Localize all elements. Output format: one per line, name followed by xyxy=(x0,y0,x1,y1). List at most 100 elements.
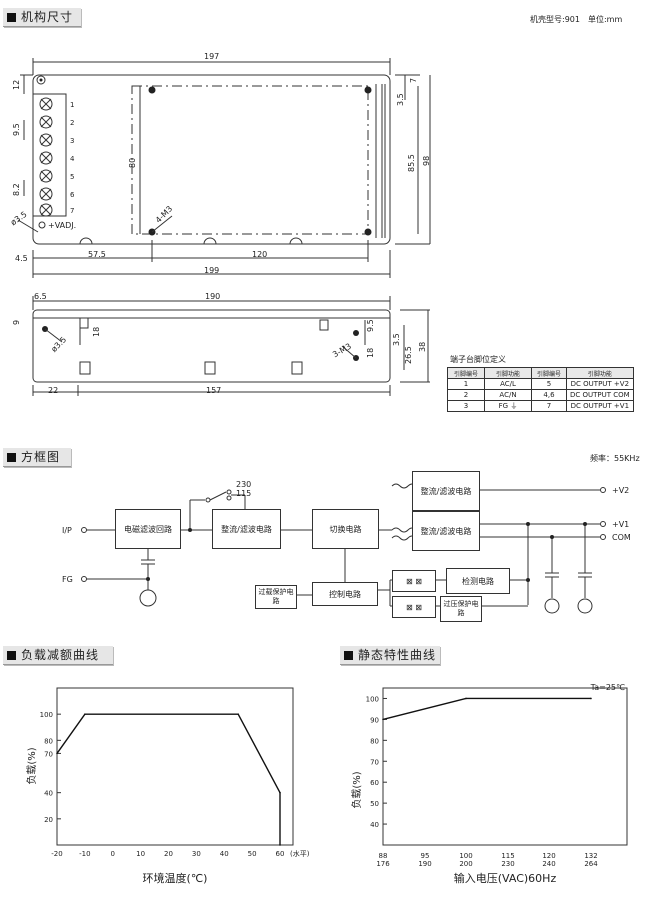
x-tick-label: 0 xyxy=(111,850,115,858)
square-bullet-icon xyxy=(7,651,16,660)
square-bullet-icon xyxy=(344,651,353,660)
x-unit-label: (水平) xyxy=(290,849,310,858)
terminal-number: 1 xyxy=(70,101,75,109)
block-label: 控制电路 xyxy=(329,589,361,599)
y-axis-label: 负载(%) xyxy=(25,747,38,784)
x-axis-label: 环境温度(℃) xyxy=(143,871,208,885)
switch-115-label: 115 xyxy=(236,489,252,498)
block-diagram-wiring xyxy=(81,483,606,614)
fg-label: FG xyxy=(62,575,73,584)
data-point xyxy=(382,718,384,721)
data-point xyxy=(237,713,239,715)
x-tick-label: 264 xyxy=(584,860,598,868)
y-axis-label: 负载(%) xyxy=(350,771,363,808)
dim-120: 120 xyxy=(252,250,268,259)
series-line xyxy=(382,697,591,721)
y-tick-label: 90 xyxy=(370,716,379,724)
x-tick-label: 120 xyxy=(542,852,555,860)
x-tick-label: 200 xyxy=(459,860,472,868)
y-tick-label: 50 xyxy=(370,800,379,808)
emi-filter-block: 电磁滤波回路 xyxy=(115,509,181,549)
overvoltage-protection-block: 过压保护电路 xyxy=(440,596,482,622)
section-title: 机构尺寸 xyxy=(21,10,74,24)
dim-157: 157 xyxy=(206,386,222,395)
dim-197: 197 xyxy=(204,52,220,61)
y-tick-label: 80 xyxy=(370,737,379,745)
x-tick-label: 95 xyxy=(421,852,430,860)
x-tick-label: -20 xyxy=(51,850,62,858)
x-tick-label: 88 xyxy=(379,852,388,860)
x-tick-label: 20 xyxy=(164,850,173,858)
terminal-number: 6 xyxy=(70,191,75,199)
output-v2-label: +V2 xyxy=(612,486,630,495)
x-tick-label: 132 xyxy=(584,852,597,860)
square-bullet-icon xyxy=(7,453,16,462)
overload-protection-block: 过载保护电路 xyxy=(255,585,297,609)
y-tick-label: 40 xyxy=(370,821,379,829)
block-label: 整流/滤波电路 xyxy=(221,524,272,534)
table-row: 3 FG ⏚ 7 DC OUTPUT +V1 xyxy=(447,400,634,412)
ip-label: I/P xyxy=(62,526,72,535)
detect-block: 检测电路 xyxy=(446,568,510,594)
terminal-number: 7 xyxy=(70,207,75,215)
block-label: 过载保护电路 xyxy=(258,588,294,605)
block-label: 检测电路 xyxy=(462,576,494,586)
section-title: 静态特性曲线 xyxy=(358,648,437,662)
pin-table-title: 端子台脚位定义 xyxy=(450,355,506,364)
y-tick-label: 80 xyxy=(44,737,53,745)
x-tick-label: 115 xyxy=(501,852,514,860)
optocoupler-icon: ⊠ ⊠ xyxy=(406,576,422,586)
series-line xyxy=(56,713,281,845)
data-point xyxy=(56,752,58,755)
y-tick-label: 70 xyxy=(370,758,379,766)
x-tick-label: 10 xyxy=(136,850,145,858)
x-axis-label: 输入电压(VAC)60Hz xyxy=(454,871,557,885)
optocoupler-2: ⊠ ⊠ xyxy=(392,596,436,618)
frequency-label: 频率：55KHz xyxy=(590,454,640,463)
mechanical-drawing xyxy=(17,58,431,396)
switching-block: 切换电路 xyxy=(312,509,379,549)
y-tick-label: 40 xyxy=(44,790,53,798)
section-header-block-diagram: 方框图 xyxy=(3,448,71,467)
x-tick-label: 100 xyxy=(459,852,472,860)
y-tick-label: 100 xyxy=(366,695,379,703)
pin-table: 引脚编号 引脚功能 引脚编号 引脚功能 1 AC/L 5 DC OUTPUT +… xyxy=(447,367,634,412)
dim-190: 190 xyxy=(205,292,221,301)
square-bullet-icon xyxy=(7,13,16,22)
dim-22: 22 xyxy=(48,386,59,395)
x-tick-label: 40 xyxy=(220,850,229,858)
output-com-label: COM xyxy=(612,533,631,542)
plot-frame xyxy=(382,687,628,846)
section-header-static: 静态特性曲线 xyxy=(340,646,440,665)
y-tick-label: 20 xyxy=(44,816,53,824)
table-cell: DC OUTPUT +V1 xyxy=(566,400,634,412)
data-point xyxy=(279,791,281,794)
section-title: 方框图 xyxy=(21,450,61,464)
x-tick-label: 240 xyxy=(542,860,555,868)
control-block: 控制电路 xyxy=(312,582,378,606)
y-tick-label: 100 xyxy=(40,711,53,719)
block-label: 整流/滤波电路 xyxy=(420,486,472,496)
block-label: 整流/滤波电路 xyxy=(420,526,472,536)
annotation: Ta=25℃ xyxy=(590,683,625,692)
switch-230-label: 230 xyxy=(236,480,252,489)
adj-label: +VADJ. xyxy=(48,221,77,230)
section-header-derating: 负载减额曲线 xyxy=(3,646,113,665)
plot-frame xyxy=(56,687,294,846)
rectifier-block: 整流/滤波电路 xyxy=(212,509,281,549)
case-info: 机壳型号:901 单位:mm xyxy=(530,15,623,24)
section-title: 负载减额曲线 xyxy=(21,648,100,662)
dim-4-5: 4.5 xyxy=(15,254,28,263)
optocoupler-1: ⊠ ⊠ xyxy=(392,570,436,592)
terminal-number: 4 xyxy=(70,155,75,163)
section-header-dimensions: 机构尺寸 xyxy=(3,8,81,27)
x-tick-label: 60 xyxy=(276,850,285,858)
dim-6-5: 6.5 xyxy=(34,292,47,301)
output-v1-label: +V1 xyxy=(612,520,630,529)
x-tick-label: 30 xyxy=(192,850,201,858)
x-tick-label: 230 xyxy=(501,860,514,868)
table-header-row: 引脚编号 引脚功能 引脚编号 引脚功能 xyxy=(447,367,634,379)
x-tick-label: 190 xyxy=(418,860,431,868)
dim-199: 199 xyxy=(204,266,220,275)
